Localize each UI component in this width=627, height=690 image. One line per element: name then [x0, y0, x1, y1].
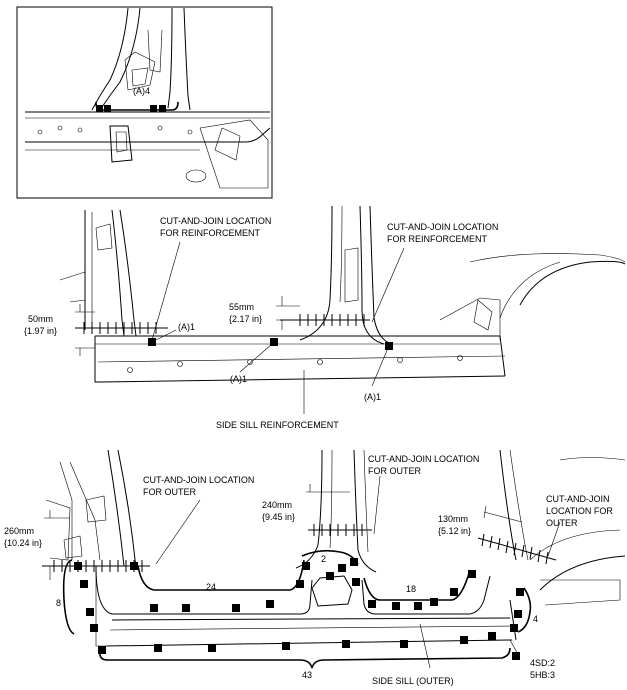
weld-spot [392, 602, 400, 610]
weld-spot [296, 580, 304, 588]
weld-spot [98, 646, 106, 654]
inset-weld-spot [159, 105, 166, 112]
outer-count-2: 2 [321, 554, 326, 564]
weld-spot [430, 598, 438, 606]
outer-count-4: 4 [533, 614, 538, 624]
inset-weld-spot [96, 105, 103, 112]
inset-detail: (A)4 [16, 6, 273, 199]
outer-view: CUT-AND-JOIN LOCATION FOR OUTER CUT-AND-… [4, 449, 626, 686]
outer-callout-left-2: FOR OUTER [143, 487, 196, 497]
weld-spot [74, 562, 82, 570]
weld-spot [282, 642, 290, 650]
bracket-2 [301, 549, 359, 565]
inset-label-a4: (A)4 [133, 86, 150, 96]
reinf-dim-mid-mm: 55mm [229, 302, 254, 312]
weld-spot [352, 578, 360, 586]
weld-spot [326, 572, 334, 580]
weld-spot [514, 610, 522, 618]
outer-weld-note-1: 4SD:2 [530, 658, 555, 668]
weld-spot [232, 604, 240, 612]
outer-count-18: 18 [406, 584, 416, 594]
outer-weld-spots [74, 558, 524, 660]
weld-spot [338, 564, 346, 572]
outer-dim-right-mm: 130mm [438, 514, 468, 524]
reinf-dim-left-in: {1.97 in} [24, 326, 57, 336]
outer-callout-mid-2: FOR OUTER [368, 466, 421, 476]
weld-spot [266, 600, 274, 608]
reinf-callout-right-1: CUT-AND-JOIN LOCATION [387, 222, 498, 232]
outer-dim-right-in: {5.12 in} [438, 526, 471, 536]
weld-spot [342, 640, 350, 648]
weld-spot [150, 604, 158, 612]
reinf-part-name: SIDE SILL REINFORCEMENT [216, 420, 339, 430]
outer-count-24: 24 [206, 582, 216, 592]
weld-spot-reinf-1 [148, 338, 156, 346]
weld-spot [80, 580, 88, 588]
weld-spot [450, 588, 458, 596]
weld-spot [468, 570, 476, 578]
outer-dim-left-in: {10.24 in} [4, 538, 42, 548]
outer-part-name: SIDE SILL (OUTER) [372, 676, 454, 686]
bracket-4 [517, 587, 532, 633]
inset-weld-spot [104, 105, 111, 112]
weld-spot [488, 632, 496, 640]
outer-callout-mid-1: CUT-AND-JOIN LOCATION [368, 454, 479, 464]
weld-spot [512, 652, 520, 660]
weld-spot [90, 624, 98, 632]
weld-spot [368, 600, 376, 608]
reinf-label-a1-bottom-right: (A)1 [364, 392, 381, 402]
bracket-24 [137, 559, 305, 591]
weld-spot-reinf-3 [385, 342, 393, 350]
outer-callout-right-3: OUTER [546, 518, 578, 528]
weld-spot [516, 588, 524, 596]
weld-spot [400, 640, 408, 648]
bracket-43 [99, 647, 511, 669]
reinf-dim-left-mm: 50mm [28, 314, 53, 324]
outer-callout-left-1: CUT-AND-JOIN LOCATION [143, 475, 254, 485]
reinf-callout-right-2: FOR REINFORCEMENT [387, 234, 488, 244]
weld-spot [130, 562, 138, 570]
weld-spot [208, 644, 216, 652]
reinf-label-a1-right: (A)1 [178, 322, 195, 332]
outer-callout-right-2: LOCATION FOR [546, 506, 613, 516]
weld-spot [182, 604, 190, 612]
inset-weld-spot [150, 105, 157, 112]
center-cutout [311, 575, 353, 607]
inset-frame [16, 6, 273, 199]
weld-spot [350, 558, 358, 566]
reinf-label-a1-bottom-left: (A)1 [230, 374, 247, 384]
reinf-dim-mid-in: {2.17 in} [229, 314, 262, 324]
outer-callout-right-1: CUT-AND-JOIN [546, 494, 610, 504]
outer-dim-mid-in: {9.45 in} [262, 512, 295, 522]
bracket-8 [62, 559, 75, 635]
outer-count-43: 43 [302, 670, 312, 680]
outer-dim-left-mm: 260mm [4, 526, 34, 536]
outer-dim-mid-mm: 240mm [262, 500, 292, 510]
weld-spot [414, 602, 422, 610]
weld-spot [154, 644, 162, 652]
reinf-callout-left-2: FOR REINFORCEMENT [160, 228, 261, 238]
weld-spot [510, 624, 518, 632]
weld-spot [460, 636, 468, 644]
outer-count-8: 8 [56, 598, 61, 608]
reinf-callout-left-1: CUT-AND-JOIN LOCATION [160, 216, 271, 226]
outer-weld-note-2: 5HB:3 [530, 670, 555, 680]
reinforcement-view: CUT-AND-JOIN LOCATION FOR REINFORCEMENT … [24, 205, 626, 430]
weld-spot [302, 562, 310, 570]
bracket-18 [363, 569, 471, 601]
weld-spot-reinf-2 [270, 338, 278, 346]
weld-spot [86, 608, 94, 616]
